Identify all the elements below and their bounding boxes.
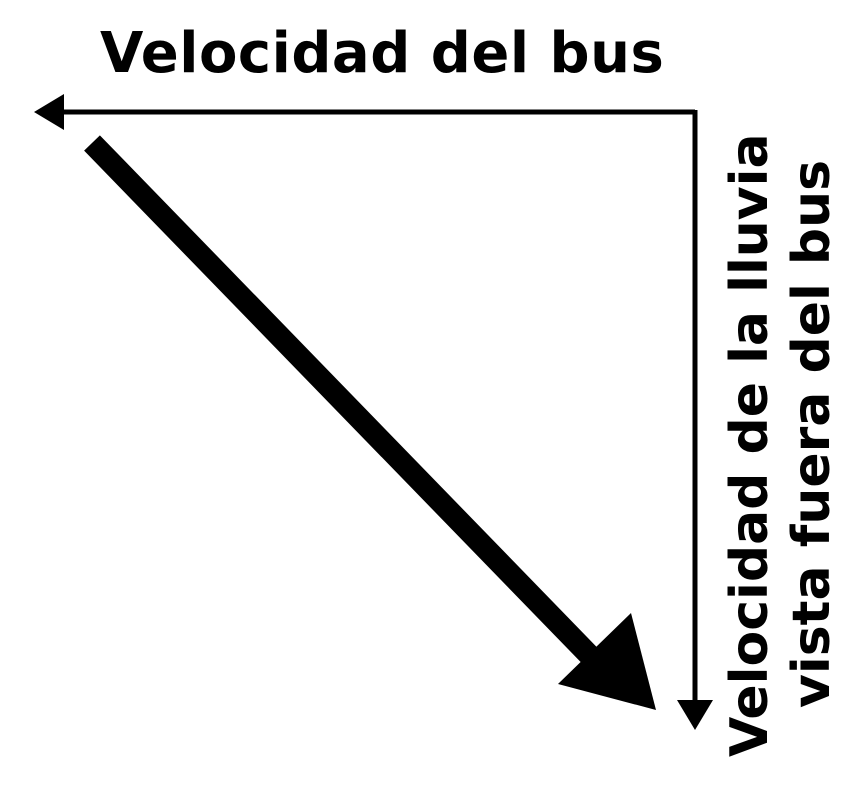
rain-velocity-label-line1: Velocidad de la lluvia xyxy=(720,133,780,757)
rain-velocity-arrowhead xyxy=(677,700,713,730)
rain-velocity-label-line2: vista fuera del bus xyxy=(782,159,842,708)
resultant-velocity-arrow-shaft xyxy=(84,135,602,668)
bus-velocity-label: Velocidad del bus xyxy=(100,21,665,86)
bus-velocity-arrowhead xyxy=(34,94,64,130)
resultant-velocity-arrowhead xyxy=(558,613,656,710)
